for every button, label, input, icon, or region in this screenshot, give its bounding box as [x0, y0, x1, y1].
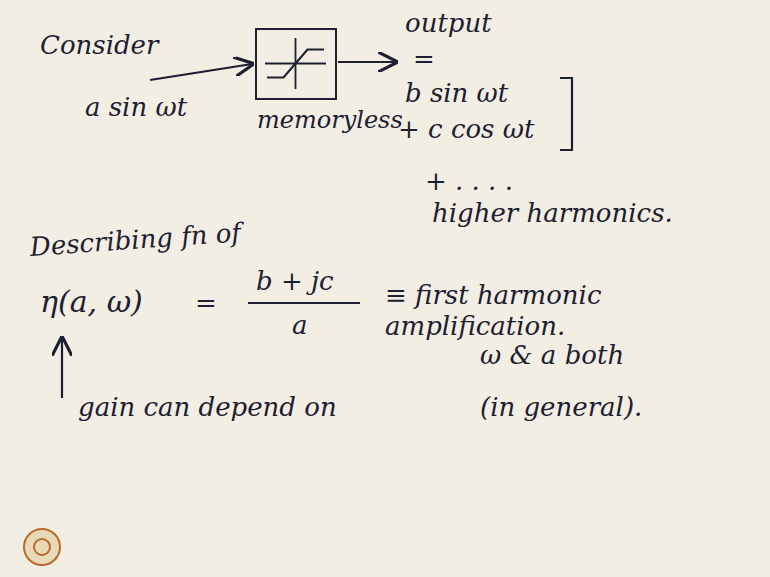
equals-sign: =	[195, 288, 217, 319]
input-arrow	[150, 64, 252, 80]
heading-note: Consider	[40, 30, 158, 61]
input-signal: a sin ωt	[85, 92, 187, 123]
equals-sign: =	[413, 44, 435, 75]
gain-note: gain can depend on	[78, 392, 337, 423]
bracket	[560, 78, 572, 150]
up-arrow	[61, 338, 63, 398]
harmonics-note: higher harmonics.	[432, 198, 673, 229]
definition-note: Describing fn of	[29, 217, 242, 263]
output-arrow	[338, 61, 396, 63]
fraction-bar	[248, 302, 360, 304]
ellipsis-term: + . . . .	[425, 166, 513, 197]
output-label: output	[405, 8, 492, 39]
cosine-term: + c cos ωt	[398, 114, 534, 145]
box-caption: memoryless	[257, 106, 403, 135]
describing-function: η(a, ω)	[40, 284, 143, 320]
denominator: a	[292, 310, 308, 341]
logo	[24, 529, 60, 565]
amplification-note: ≡ first harmonic amplification.	[385, 280, 655, 342]
sine-term: b sin ωt	[405, 78, 508, 109]
nonlinearity-box: memoryless	[255, 28, 337, 100]
dependency-note: ω & a both	[480, 340, 624, 371]
numerator: b + jc	[256, 266, 334, 297]
saturation-symbol	[257, 30, 334, 97]
general-note: (in general).	[480, 392, 642, 423]
